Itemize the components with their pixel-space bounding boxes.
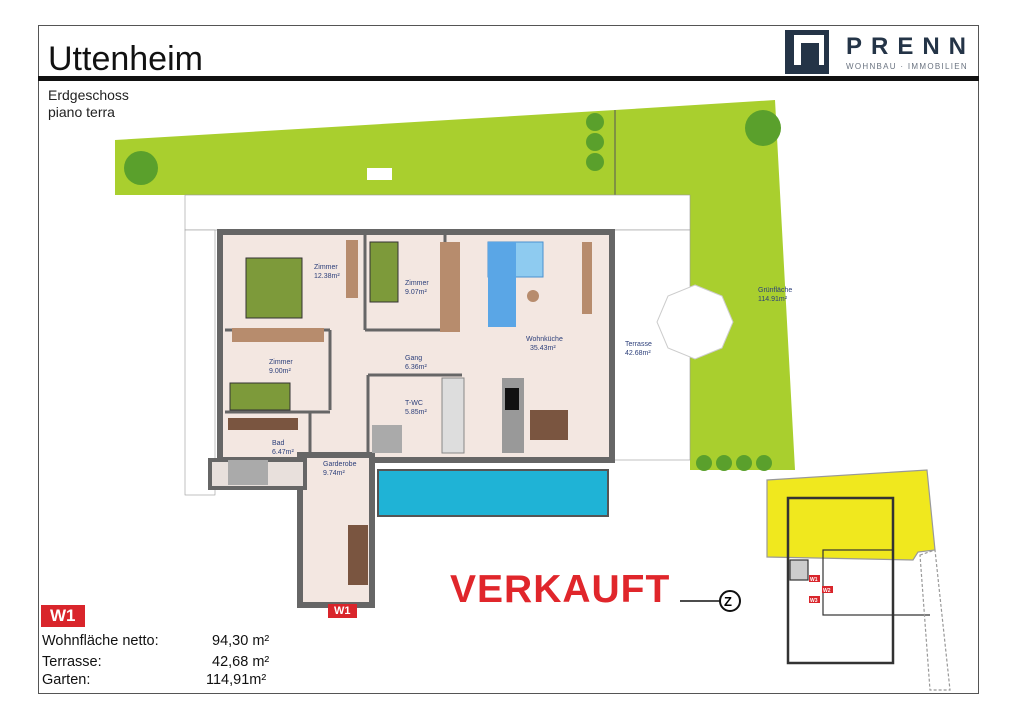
- unit-badge: W1: [41, 605, 85, 627]
- room-zimmer-1-area: 12.38m²: [314, 273, 340, 280]
- room-gruenflaeche-name: Grünfläche: [758, 287, 792, 294]
- pool: [377, 469, 609, 517]
- room-zimmer-2-area: 9.07m²: [405, 289, 427, 296]
- prenn-logo: PRENN WOHNBAU · IMMOBILIEN: [783, 29, 977, 75]
- garden-value: 114,91m²: [206, 672, 267, 688]
- page-frame: [38, 25, 979, 694]
- floor-label-de: Erdgeschoss: [48, 87, 129, 103]
- site-plan-unit-labels: W1 W2 W3: [809, 575, 833, 604]
- entrance-badge: W1: [328, 604, 357, 618]
- sold-stamp: VERKAUFT: [450, 568, 671, 611]
- prenn-logo-mark-icon: [785, 30, 829, 74]
- terrace-paving: [184, 194, 691, 496]
- umbrella-icon: [656, 284, 734, 360]
- room-zimmer-2-name: Zimmer: [405, 280, 429, 287]
- terrace-label: Terrasse:: [42, 654, 102, 670]
- room-terrasse-area: 42.68m²: [625, 350, 651, 357]
- room-zimmer-1-name: Zimmer: [314, 264, 338, 271]
- garden-area: [115, 100, 795, 470]
- north-compass-icon: Z: [680, 590, 741, 612]
- title-rule: [38, 76, 979, 81]
- room-garderobe-name: Garderobe: [323, 461, 357, 468]
- room-bad-name: Bad: [272, 440, 285, 447]
- svg-text:Z: Z: [724, 594, 732, 609]
- terrace-value: 42,68 m²: [212, 654, 270, 670]
- furniture: [228, 240, 592, 585]
- room-gruenflaeche-area: 114.91m²: [758, 296, 788, 303]
- room-zimmer-3-area: 9.00m²: [269, 368, 291, 375]
- svg-text:W1: W1: [810, 577, 818, 583]
- living-area-value: 94,30 m²: [212, 633, 270, 649]
- tree-icons: [124, 110, 781, 471]
- room-gang-area: 6.36m²: [405, 364, 427, 371]
- room-terrasse-name: Terrasse: [625, 341, 652, 348]
- room-wohnkueche-name: Wohnküche: [526, 336, 563, 343]
- room-garderobe-area: 9.74m²: [323, 470, 345, 477]
- svg-text:W3: W3: [810, 598, 818, 604]
- room-zimmer-3-name: Zimmer: [269, 359, 293, 366]
- floor-label-it: piano terra: [48, 104, 115, 120]
- site-plan: [766, 469, 951, 691]
- svg-text:W2: W2: [823, 588, 831, 594]
- garden-label: Garten:: [42, 672, 91, 688]
- logo-tagline: WOHNBAU · IMMOBILIEN: [846, 62, 969, 71]
- room-gang-name: Gang: [405, 355, 422, 362]
- living-area-label: Wohnfläche netto:: [42, 633, 159, 649]
- room-twc-area: 5.85m²: [405, 409, 427, 416]
- page-title: Uttenheim: [48, 40, 203, 78]
- room-bad-area: 6.47m²: [272, 449, 294, 456]
- logo-wordmark: PRENN: [846, 33, 976, 60]
- room-wohnkueche-area: 35.43m²: [530, 345, 556, 352]
- room-twc-name: T-WC: [405, 400, 423, 407]
